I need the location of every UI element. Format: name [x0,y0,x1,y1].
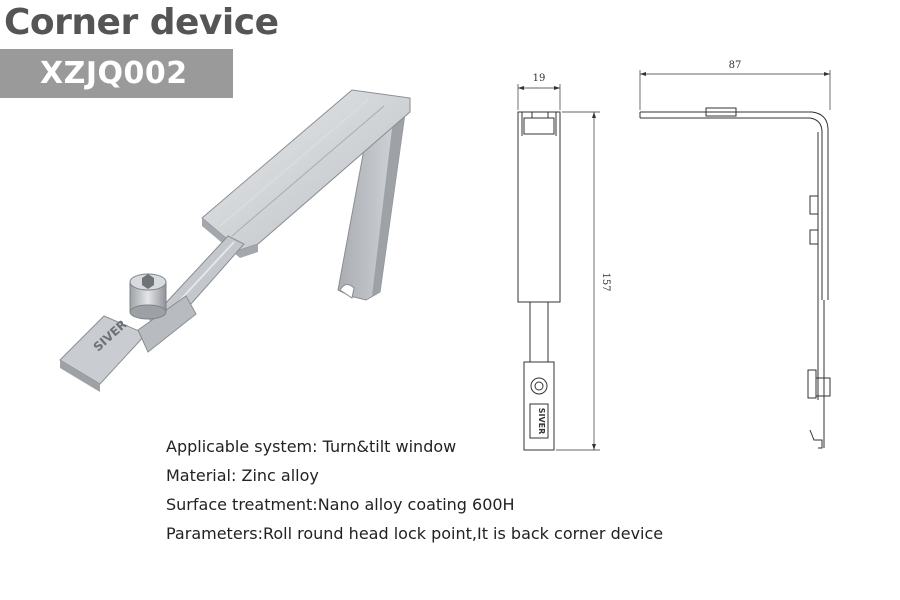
photo-bolt [129,273,167,320]
side-width-dimension: 87 [729,60,742,71]
photo-top-profile [201,89,411,258]
front-height-dimension: 157 [600,272,611,291]
spec-parameters: Parameters:Roll round head lock point,It… [166,524,664,543]
spec-material: Material: Zinc alloy [166,466,319,485]
model-code: XZJQ002 [40,56,188,91]
spec-list: Applicable system: Turn&tilt window Mate… [166,432,663,548]
drawing-brand-mark: SIVER [537,408,546,435]
front-width-dimension: 19 [533,73,546,84]
front-view-drawing [517,84,600,451]
spec-system: Applicable system: Turn&tilt window [166,437,457,456]
spec-surface: Surface treatment:Nano alloy coating 600… [166,495,515,514]
product-title: Corner device [4,2,279,43]
photo-tongue: SIVER [59,295,197,392]
model-code-banner: XZJQ002 [0,49,233,98]
side-view-drawing [639,70,831,449]
